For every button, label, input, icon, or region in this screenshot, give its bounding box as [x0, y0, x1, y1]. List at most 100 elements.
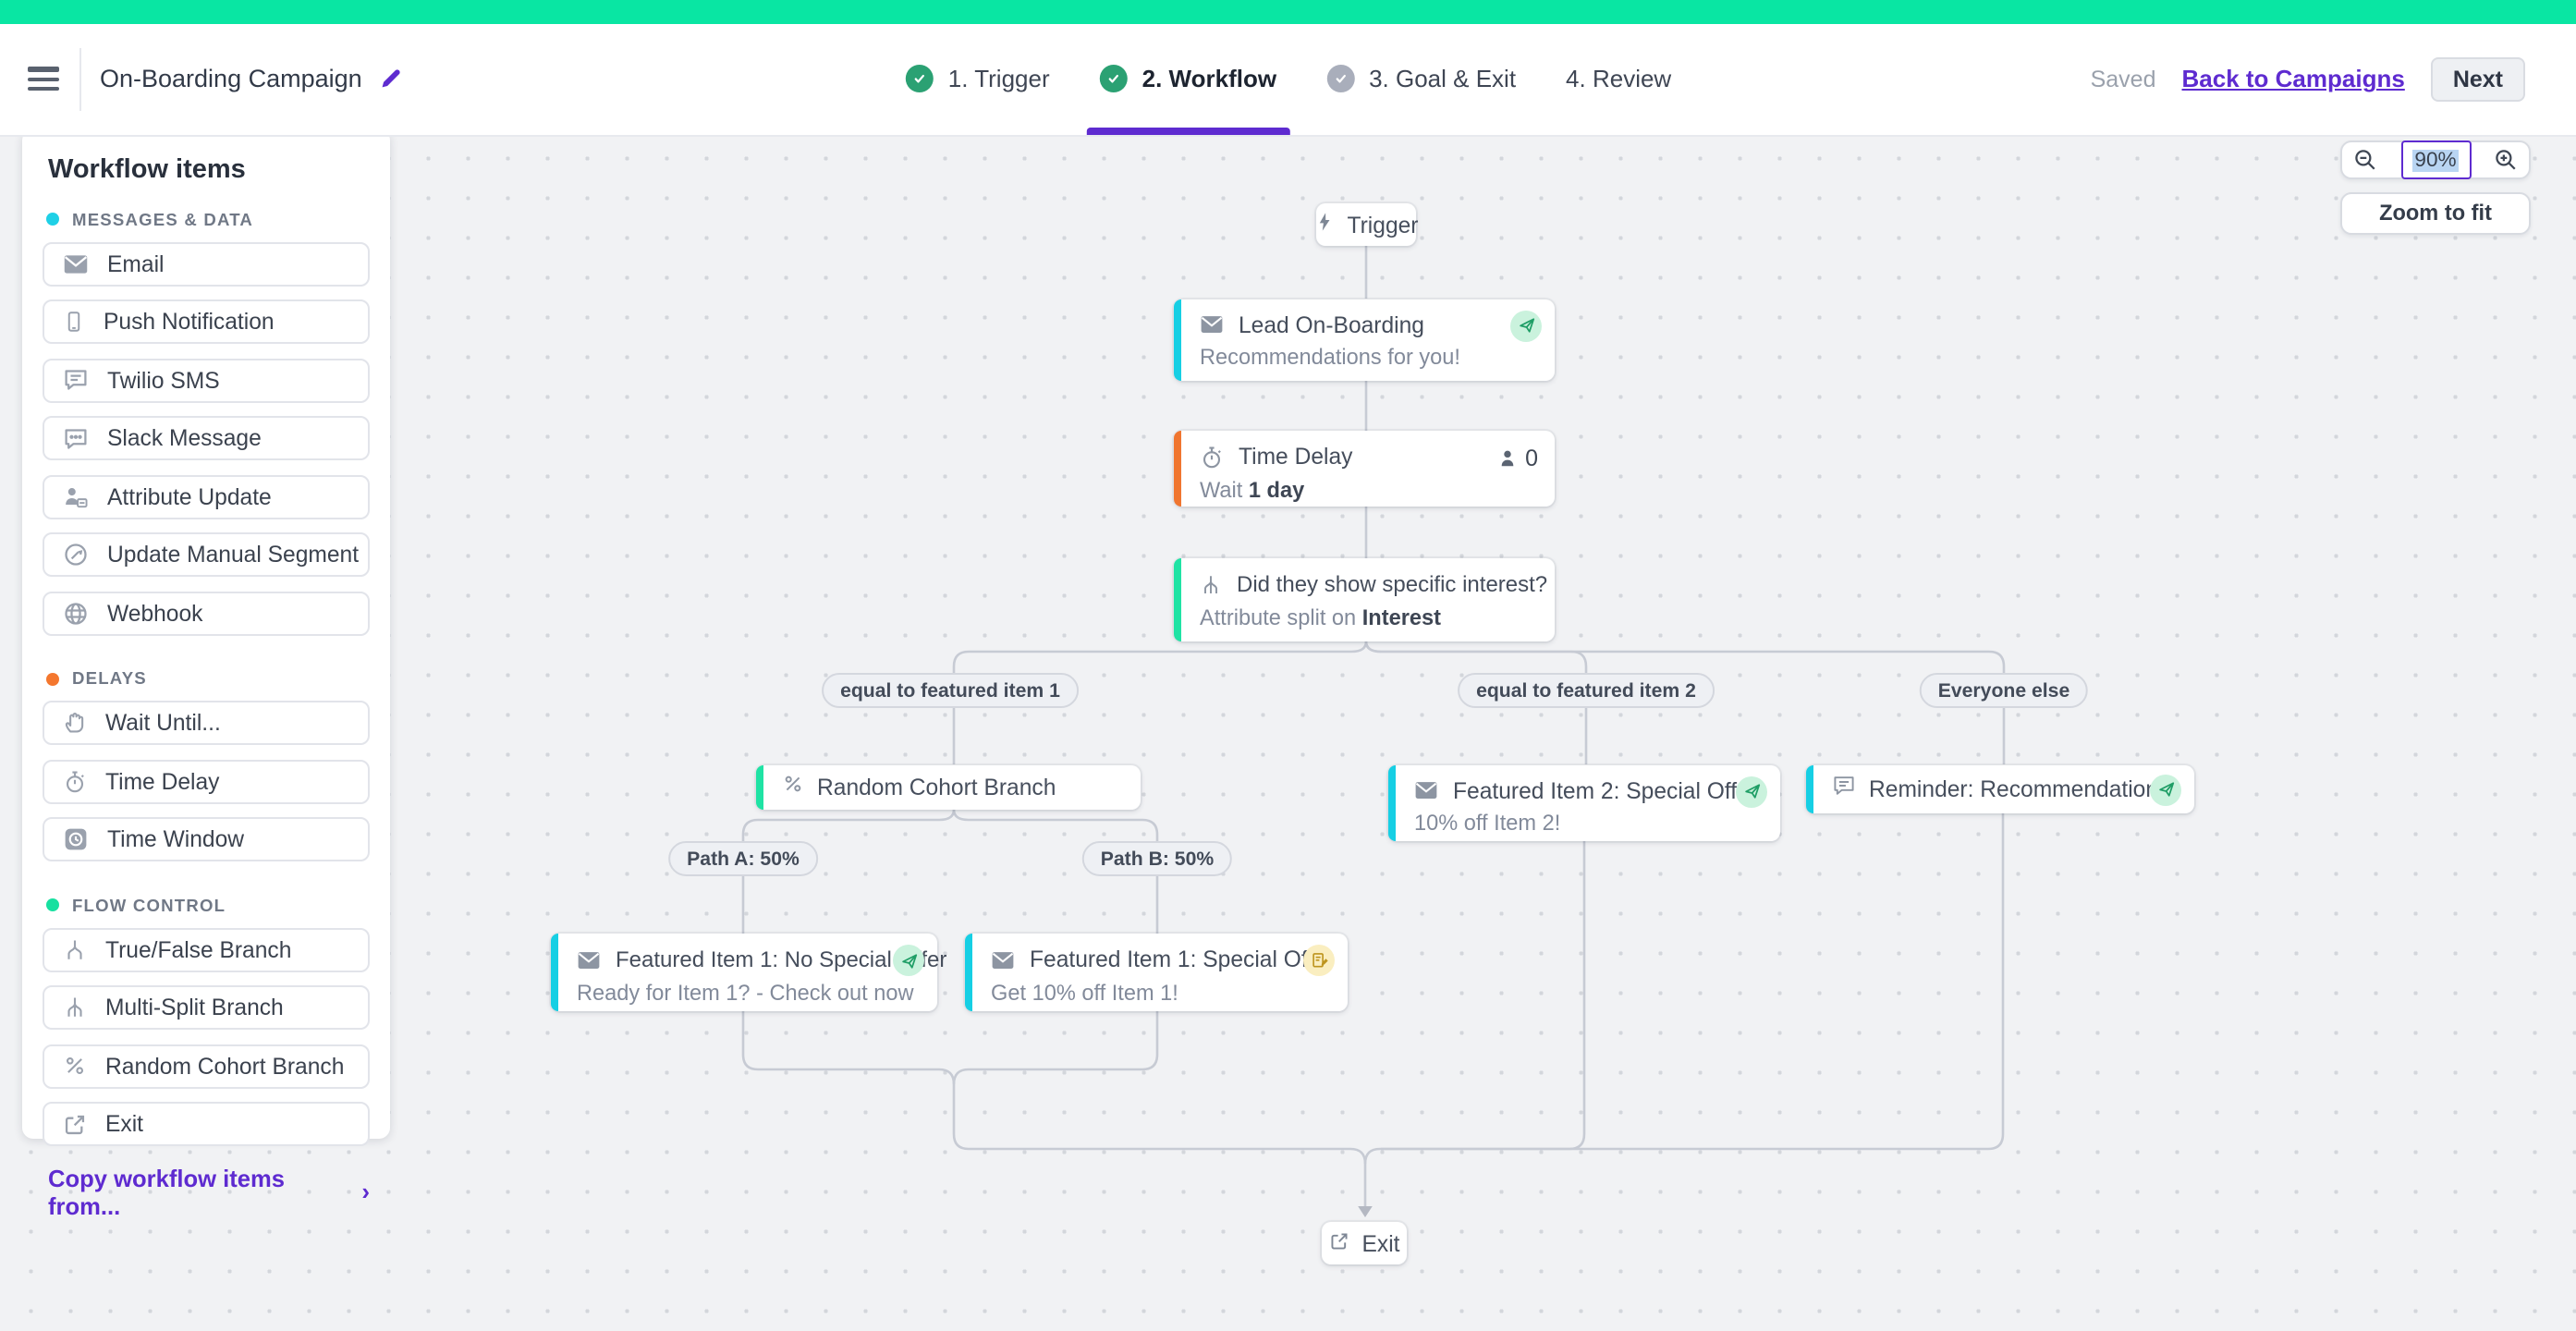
slack-icon [63, 426, 89, 450]
sms-icon [63, 368, 89, 392]
sidebar-item-push-notification[interactable]: Push Notification [43, 299, 370, 344]
sidebar-item-true-false-branch[interactable]: True/False Branch [43, 927, 370, 971]
draft-badge [1303, 945, 1335, 976]
attribute-split-node[interactable]: Did they show specific interest? Attribu… [1174, 558, 1555, 641]
step-label: 3. Goal & Exit [1369, 65, 1517, 93]
ms-icon [63, 995, 87, 1020]
topbar-right: Saved Back to Campaigns Next [2091, 24, 2525, 134]
step-label: 4. Review [1566, 65, 1672, 93]
item-label: Multi-Split Branch [105, 995, 284, 1020]
window-icon [63, 826, 89, 852]
item-label: Update Manual Segment [107, 542, 360, 568]
attr-icon [63, 483, 89, 509]
accent-bar [1174, 558, 1181, 641]
email-node-featured-item-1-offer[interactable]: Featured Item 1: Special Offer Get 10% o… [965, 934, 1348, 1010]
chevron-right-icon: › [361, 1178, 370, 1205]
trigger-label: Trigger [1347, 212, 1419, 238]
branch-chip-equal-item-1: equal to featured item 1 [822, 673, 1079, 708]
chat-bubble-icon [1832, 775, 1856, 803]
branch-chip-everyone-else: Everyone else [1919, 673, 2089, 708]
panel-title: Workflow items [48, 154, 246, 184]
sidebar-item-time-window[interactable]: Time Window [43, 817, 370, 861]
email-node-featured-item-1-no-offer[interactable]: Featured Item 1: No Special Offer Ready … [551, 934, 946, 1010]
check-circle-icon [905, 65, 934, 93]
trigger-node[interactable]: Trigger [1316, 203, 1419, 246]
percent-icon [782, 773, 804, 800]
zoom-out-icon[interactable] [2353, 148, 2377, 172]
item-label: Wait Until... [105, 710, 221, 736]
step-1[interactable]: 1. Trigger [905, 24, 1050, 134]
saved-status: Saved [2090, 66, 2156, 92]
zoom-level-input[interactable]: 90% [2400, 140, 2471, 179]
sidebar-item-email[interactable]: Email [43, 241, 370, 286]
step-3[interactable]: 3. Goal & Exit [1326, 24, 1516, 134]
hand-icon [63, 710, 87, 736]
zoom-in-icon[interactable] [2494, 148, 2518, 172]
node-subtitle: Attribute split on Interest [1200, 604, 1441, 629]
email-icon [63, 252, 89, 275]
accent-bar [1388, 764, 1396, 841]
segment-icon [63, 542, 89, 568]
node-title: Random Cohort Branch [817, 774, 1056, 800]
check-circle-icon [1326, 65, 1355, 93]
back-to-campaigns-link[interactable]: Back to Campaigns [2181, 65, 2405, 93]
next-button[interactable]: Next [2430, 56, 2525, 102]
edit-title-pencil-icon[interactable] [379, 67, 403, 92]
sidebar-item-update-manual-segment[interactable]: Update Manual Segment [43, 532, 370, 577]
sms-node-reminder[interactable]: Reminder: Recommendations [1806, 764, 2194, 813]
item-label: Email [107, 250, 165, 276]
sidebar-item-slack-message[interactable]: Slack Message [43, 416, 370, 460]
item-label: Time Delay [105, 768, 220, 794]
accent-bar [1174, 431, 1181, 506]
sidebar-item-attribute-update[interactable]: Attribute Update [43, 474, 370, 519]
email-icon [1200, 314, 1224, 335]
hamburger-menu-icon[interactable] [28, 67, 59, 92]
item-label: Webhook [107, 600, 203, 626]
exit-node[interactable]: Exit [1322, 1222, 1407, 1264]
zoom-bar: 90% [2340, 140, 2531, 179]
path-chip-a: Path A: 50% [668, 841, 818, 876]
email-icon [577, 949, 601, 970]
node-title: Time Delay [1239, 444, 1353, 470]
node-subtitle: Wait 1 day [1200, 476, 1305, 502]
step-2[interactable]: 2. Workflow [1086, 24, 1289, 134]
section-dot-icon [46, 898, 59, 911]
brand-top-strip [0, 0, 2576, 24]
step-4[interactable]: 4. Review [1566, 24, 1671, 134]
sidebar-item-multi-split-branch[interactable]: Multi-Split Branch [43, 985, 370, 1030]
item-label: Push Notification [104, 309, 275, 335]
push-icon [63, 309, 85, 335]
section-label-messages-data: MESSAGES & DATA [46, 210, 370, 228]
random-cohort-branch-node[interactable]: Random Cohort Branch [756, 764, 1141, 809]
item-label: Time Window [107, 826, 245, 852]
people-count: 0 [1497, 446, 1538, 471]
webhook-icon [63, 600, 89, 626]
random-icon [63, 1054, 87, 1078]
sidebar-item-exit[interactable]: Exit [43, 1102, 370, 1146]
email-node-lead-onboarding[interactable]: Lead On-Boarding Recommendations for you… [1174, 299, 1555, 381]
accent-bar [551, 934, 558, 1010]
copy-workflow-items-link[interactable]: Copy workflow items from... › [48, 1164, 370, 1219]
sidebar-item-webhook[interactable]: Webhook [43, 591, 370, 635]
node-title: Reminder: Recommendations [1869, 775, 2170, 802]
path-chip-b: Path B: 50% [1081, 841, 1233, 876]
item-label: Slack Message [107, 425, 262, 451]
exit-external-link-icon [1329, 1230, 1349, 1256]
time-delay-node[interactable]: Time Delay Wait 1 day 0 [1174, 431, 1555, 506]
step-label: 1. Trigger [947, 65, 1050, 93]
node-subtitle: Get 10% off Item 1! [991, 979, 1178, 1005]
sidebar-item-random-cohort-branch[interactable]: Random Cohort Branch [43, 1044, 370, 1088]
step-label: 2. Workflow [1141, 65, 1277, 93]
sidebar-item-twilio-sms[interactable]: Twilio SMS [43, 358, 370, 402]
email-node-featured-item-2[interactable]: Featured Item 2: Special Offer 10% off I… [1388, 764, 1780, 841]
zoom-to-fit-button[interactable]: Zoom to fit [2340, 191, 2531, 234]
exit-icon [63, 1112, 87, 1136]
sidebar-item-wait-until[interactable]: Wait Until... [43, 701, 370, 745]
node-title: Featured Item 2: Special Offer [1453, 777, 1757, 803]
topbar-divider [79, 47, 81, 111]
item-label: True/False Branch [105, 936, 292, 962]
sidebar-item-time-delay[interactable]: Time Delay [43, 759, 370, 803]
